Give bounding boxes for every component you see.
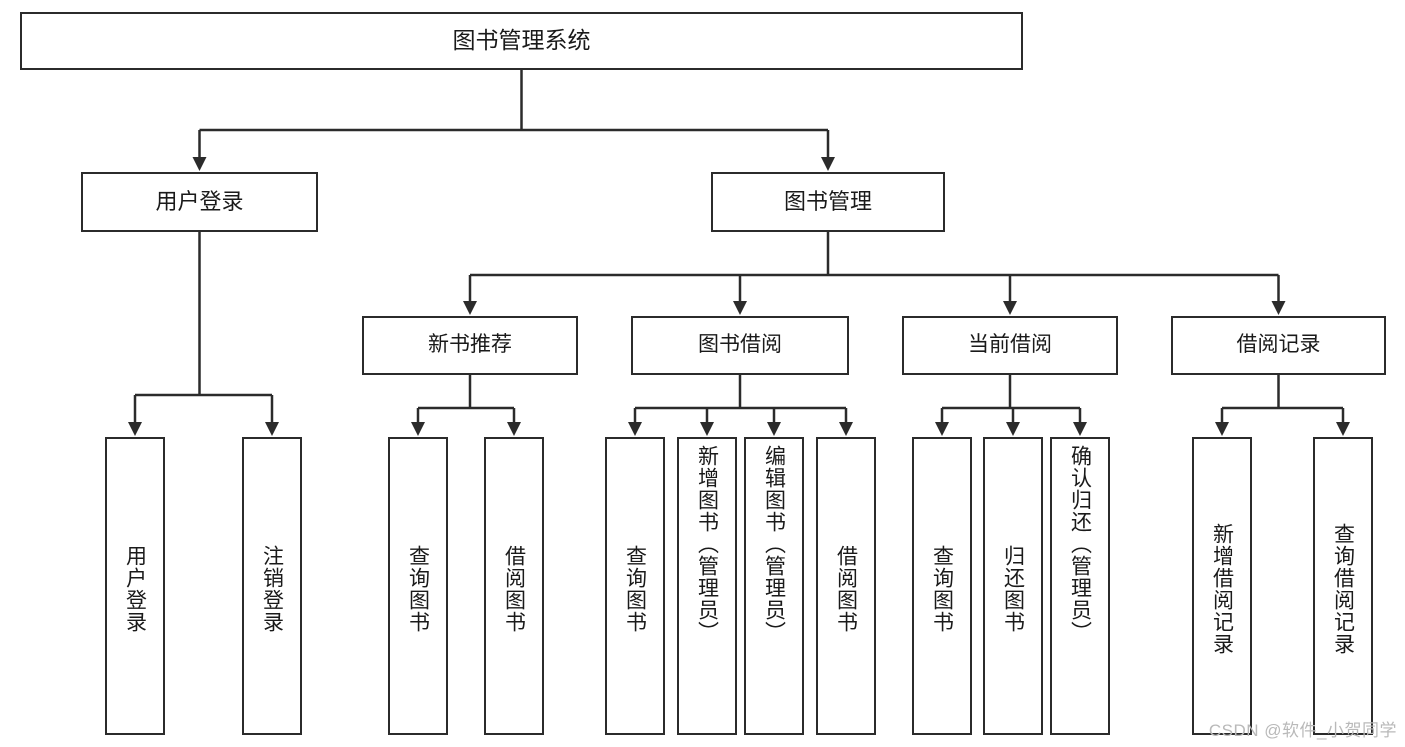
arrow-head-icon: [192, 157, 207, 171]
node-label-wrap: 注销登录: [244, 445, 300, 733]
node-root: 图书管理系统: [20, 12, 1023, 70]
node-label-wrap: 借阅图书: [486, 445, 542, 733]
node-label-wrap: 查询图书: [390, 445, 446, 733]
node-label: 查询图书: [623, 545, 647, 633]
node-label: 确认归还（管理员）: [1068, 445, 1092, 643]
node-leaf-logout: 注销登录: [242, 437, 302, 735]
node-leaf-return-book: 归还图书: [983, 437, 1043, 735]
node-label: 用户登录: [123, 545, 147, 633]
arrow-head-icon: [463, 301, 477, 315]
node-label: 查询图书: [930, 545, 954, 633]
arrow-head-icon: [839, 422, 853, 436]
node-label: 归还图书: [1001, 545, 1025, 633]
node-current-borrow: 当前借阅: [902, 316, 1118, 375]
node-leaf-user-login: 用户登录: [105, 437, 165, 735]
node-leaf-query-book-2: 查询图书: [605, 437, 665, 735]
node-leaf-query-book-3: 查询图书: [912, 437, 972, 735]
node-book-manage: 图书管理: [711, 172, 945, 232]
node-label: 图书管理: [783, 189, 872, 215]
node-label: 新增图书（管理员）: [695, 445, 719, 643]
node-label-wrap: 归还图书: [985, 445, 1041, 733]
arrow-head-icon: [628, 422, 642, 436]
arrow-head-icon: [1336, 422, 1350, 436]
node-label: 查询借阅记录: [1331, 523, 1355, 655]
node-label: 借阅图书: [502, 545, 526, 633]
node-leaf-query-record: 查询借阅记录: [1313, 437, 1373, 735]
node-book-borrow: 图书借阅: [631, 316, 849, 375]
node-leaf-borrow-book-1: 借阅图书: [484, 437, 544, 735]
arrow-head-icon: [128, 422, 142, 436]
node-leaf-add-book: 新增图书（管理员）: [677, 437, 737, 735]
node-label-wrap: 编辑图书（管理员）: [746, 445, 802, 733]
node-label: 查询图书: [406, 545, 430, 633]
node-label: 借阅记录: [1236, 333, 1321, 357]
node-label: 注销登录: [260, 545, 284, 633]
arrow-head-icon: [821, 157, 835, 171]
node-label: 新增借阅记录: [1210, 523, 1234, 655]
node-leaf-query-book-1: 查询图书: [388, 437, 448, 735]
arrow-head-icon: [1006, 422, 1020, 436]
node-leaf-add-record: 新增借阅记录: [1192, 437, 1252, 735]
node-label: 用户登录: [155, 189, 244, 215]
node-label-wrap: 查询图书: [607, 445, 663, 733]
node-label: 新书推荐: [428, 333, 512, 357]
node-label: 图书管理系统: [452, 27, 591, 54]
arrow-head-icon: [1215, 422, 1229, 436]
arrow-head-icon: [700, 422, 714, 436]
node-label-wrap: 借阅图书: [818, 445, 874, 733]
node-label-wrap: 查询借阅记录: [1315, 445, 1371, 733]
node-label: 当前借阅: [968, 333, 1052, 357]
arrow-head-icon: [1073, 422, 1087, 436]
node-label: 借阅图书: [834, 545, 858, 633]
arrow-head-icon: [265, 422, 279, 436]
arrow-head-icon: [411, 422, 425, 436]
arrow-head-icon: [1271, 301, 1286, 315]
node-label: 编辑图书（管理员）: [762, 445, 786, 643]
arrow-head-icon: [767, 422, 781, 436]
arrow-head-icon: [507, 422, 521, 436]
node-label-wrap: 查询图书: [914, 445, 970, 733]
node-label: 图书借阅: [698, 333, 782, 357]
node-leaf-edit-book: 编辑图书（管理员）: [744, 437, 804, 735]
arrow-head-icon: [733, 301, 747, 315]
arrow-head-icon: [935, 422, 949, 436]
node-leaf-confirm-return: 确认归还（管理员）: [1050, 437, 1110, 735]
node-user-login: 用户登录: [81, 172, 318, 232]
node-label-wrap: 新增借阅记录: [1194, 445, 1250, 733]
node-label-wrap: 新增图书（管理员）: [679, 445, 735, 733]
node-borrow-record: 借阅记录: [1171, 316, 1386, 375]
node-label-wrap: 用户登录: [107, 445, 163, 733]
arrow-head-icon: [1003, 301, 1017, 315]
node-label-wrap: 确认归还（管理员）: [1052, 445, 1108, 733]
node-leaf-borrow-book-2: 借阅图书: [816, 437, 876, 735]
node-new-book-rec: 新书推荐: [362, 316, 578, 375]
watermark-text: CSDN @软件_小贺同学: [1208, 721, 1397, 740]
